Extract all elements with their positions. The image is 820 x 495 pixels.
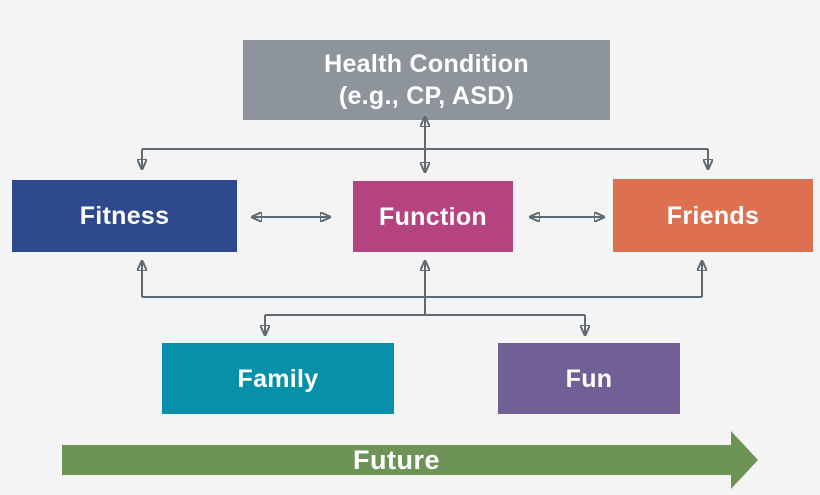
node-fun-label: Fun — [565, 364, 613, 393]
node-health-condition: Health Condition (e.g., CP, ASD) — [243, 40, 610, 120]
node-health-condition-label-line2: (e.g., CP, ASD) — [338, 82, 515, 110]
node-health-condition-label-line1: Health Condition — [324, 50, 529, 78]
node-function-label: Function — [379, 202, 487, 231]
future-arrowhead-icon — [731, 431, 758, 489]
future-arrow: Future — [62, 445, 731, 475]
node-fitness-label: Fitness — [79, 202, 170, 230]
node-fitness: Fitness — [12, 180, 237, 252]
node-family-label: Family — [237, 364, 319, 393]
node-friends: Friends — [613, 179, 813, 252]
node-fun: Fun — [498, 343, 680, 414]
node-function: Function — [353, 181, 513, 252]
future-arrow-label: Future — [353, 444, 440, 475]
node-family: Family — [162, 343, 394, 414]
node-friends-label: Friends — [666, 201, 760, 230]
